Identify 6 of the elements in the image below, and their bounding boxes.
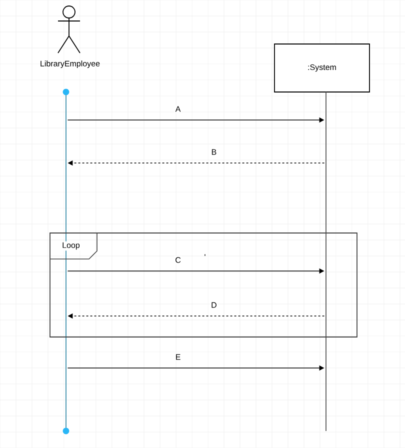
message-label: C [174,256,182,264]
stray-mark: ' [204,254,206,256]
object-box: :System [274,44,370,92]
actor-figure [58,6,80,54]
message-label: D [210,301,218,309]
actor-name: LibraryEmployee [40,60,100,68]
